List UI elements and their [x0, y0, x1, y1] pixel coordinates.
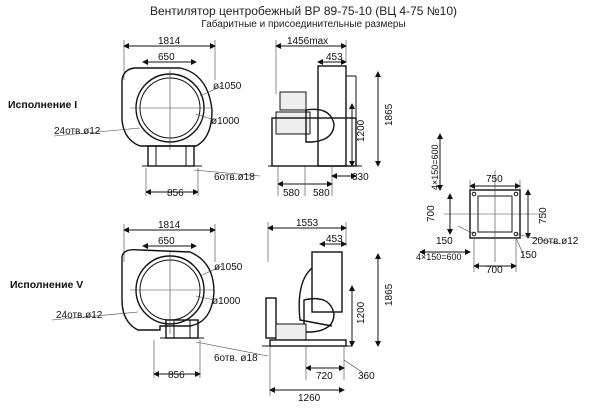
dim-height: 1865: [384, 103, 395, 126]
dim-offset-b: 360: [358, 371, 375, 382]
dim-base: 856: [167, 188, 184, 199]
flange-height-left: 700: [426, 205, 437, 222]
flange-holes: 20отв.ø12: [532, 236, 579, 247]
holes-label: 24отв.ø12: [54, 126, 101, 137]
side-view-bottom: 1553 453 1865 1200 720 360 1260: [262, 218, 395, 404]
variant-label-b: Исполнение V: [10, 279, 83, 291]
front-view-top: 1814 650 ø1050 ø1000 24отв.ø12 6отв.ø18 …: [53, 36, 261, 199]
dim-axis-height-b: 1200: [356, 301, 367, 324]
dim-base-b: 856: [168, 370, 185, 381]
flange-pitch-horizontal: 4×150=600: [416, 252, 462, 262]
holes-label-b: 24отв.ø12: [56, 310, 103, 321]
base-holes-label: 6отв.ø18: [214, 172, 255, 183]
dim-offset: 330: [352, 172, 369, 183]
dim-dia-outer-b: ø1050: [214, 262, 243, 273]
flange-height-right: 750: [538, 207, 549, 224]
dim-outlet: 453: [326, 52, 343, 63]
dim-dia-outer: ø1050: [213, 81, 242, 92]
dim-side-width: 1456max: [287, 36, 328, 47]
dim-dia-inner: ø1000: [211, 116, 240, 127]
dim-dia-inner-b: ø1000: [212, 296, 241, 307]
variant-label: Исполнение I: [8, 99, 77, 111]
flange-width-bottom: 700: [486, 265, 503, 276]
dim-side-width-b: 1553: [296, 218, 319, 229]
dim-outlet-b: 453: [326, 234, 343, 245]
front-view-bottom: 1814 650 ø1050 ø1000 24отв.ø12 6отв. ø18…: [51, 220, 269, 381]
dim-base-right: 580: [313, 188, 330, 199]
flange-width-top: 750: [486, 174, 503, 185]
dim-height-b: 1865: [384, 283, 395, 306]
base-holes-label-b: 6отв. ø18: [214, 353, 258, 364]
dim-width: 1814: [158, 36, 181, 47]
flange-pitch-vertical: 4×150=600: [430, 144, 440, 190]
dim-base-left: 580: [283, 188, 300, 199]
flange-margin-right: 150: [520, 250, 537, 261]
page-subtitle: Габаритные и присоединительные размеры: [201, 19, 406, 30]
dim-width-b: 1814: [158, 220, 181, 231]
dim-inlet: 650: [158, 52, 175, 63]
dim-axis-height: 1200: [356, 119, 367, 142]
dim-inlet-b: 650: [158, 236, 175, 247]
page-title: Вентилятор центробежный ВР 89-75-10 (ВЦ …: [149, 4, 457, 18]
side-view-top: 1456max 453 1865 1200 580 580 330: [268, 36, 395, 199]
flange-detail: 4×150=600 750 700 750 150 20отв.ø12 4×15…: [416, 133, 579, 276]
flange-margin-left: 150: [436, 236, 453, 247]
dim-base-mid-b: 720: [316, 371, 333, 382]
dim-base-total-b: 1260: [298, 393, 321, 404]
